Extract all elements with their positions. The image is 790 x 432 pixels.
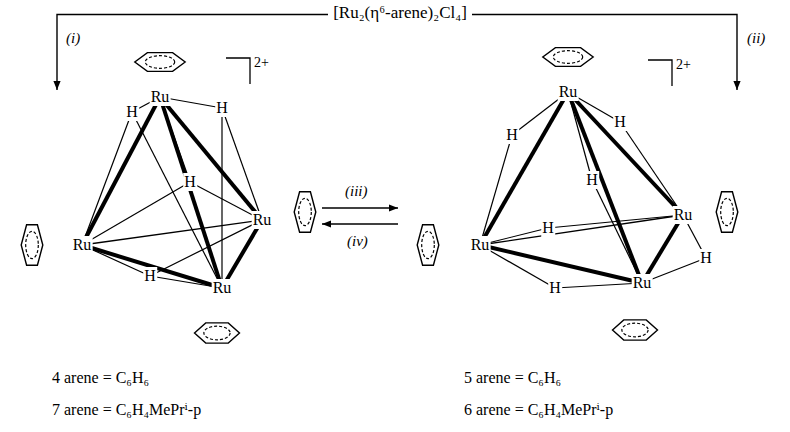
ru-ru-bond: [82, 245, 222, 288]
atom-label: H: [143, 267, 157, 285]
atom-label: H: [505, 126, 519, 144]
ru-ru-bond: [480, 215, 683, 245]
atom-label: H: [215, 99, 229, 117]
arene-ring: [417, 225, 439, 266]
ru-h-bond: [480, 135, 512, 245]
cluster-compound: 4 arene = C₆H₆ 7 arene = C₆H₄MePrⁱ-p: [10, 90, 322, 425]
arene-ring: [543, 48, 593, 67]
ru-ru-bond: [222, 220, 262, 288]
compound-caption: 6 arene = C₆H₄MePrⁱ-p: [464, 400, 613, 419]
ru-ru-bond: [480, 245, 642, 283]
starting-complex: [Ru₂(η⁶-arene)₂Cl₄]: [328, 1, 472, 28]
ru-ru-bond: [642, 215, 683, 283]
reaction-condition: (ii): [745, 30, 767, 47]
reagent-formula: [Ru₂(η⁶-arene)₂Cl₄]: [329, 1, 471, 25]
compound-caption: 4 arene = C₆H₆: [52, 368, 149, 387]
atom-label: Ru: [150, 88, 171, 106]
ru-h-bond: [222, 108, 262, 220]
ru-ru-bond: [160, 97, 262, 220]
compound-caption: 5 arene = C₆H₆: [464, 368, 561, 387]
charge-bracket: [226, 58, 250, 84]
charge-label: 2+: [253, 56, 270, 70]
atom-label: Ru: [558, 83, 579, 101]
cluster-compound: 5 arene = C₆H₆ 6 arene = C₆H₄MePrⁱ-p: [398, 90, 780, 425]
ru-ru-bond: [568, 92, 683, 215]
arene-ring: [613, 320, 658, 340]
ru-h-bond: [82, 112, 132, 245]
ru-ru-bond: [82, 220, 262, 245]
reaction-condition: (iv): [345, 233, 370, 250]
atom-label: H: [541, 219, 555, 237]
ru-ru-bond: [82, 97, 160, 245]
ru4h6-cluster: [417, 48, 738, 341]
reaction-condition: (iii): [343, 183, 370, 200]
arene-ring: [195, 323, 240, 343]
atom-label: Ru: [632, 274, 653, 292]
atom-label: H: [548, 279, 562, 297]
arene-ring: [294, 192, 316, 233]
compound-caption: 7 arene = C₆H₄MePrⁱ-p: [52, 400, 201, 419]
charge-bracket: [648, 60, 672, 86]
reaction-arrow: [472, 15, 737, 91]
ru-ru-bond: [480, 92, 568, 245]
atom-label: Ru: [673, 206, 694, 224]
reaction-arrow: [322, 223, 398, 224]
arene-ring: [135, 53, 185, 72]
ru-h-bond: [132, 112, 222, 288]
atom-label: Ru: [470, 236, 491, 254]
atom-label: H: [125, 103, 139, 121]
arene-ring: [716, 192, 738, 233]
charge-label: 2+: [675, 58, 692, 72]
ru-ru-bond: [568, 92, 642, 283]
reaction-condition: (i): [64, 30, 82, 47]
ru-h-bond: [480, 245, 555, 288]
reaction-arrow: [57, 15, 328, 91]
atom-label: Ru: [252, 211, 273, 229]
atom-label: H: [613, 113, 627, 131]
atom-label: H: [699, 249, 713, 267]
reaction-arrow: [322, 207, 398, 208]
arene-ring: [21, 225, 43, 266]
atom-label: Ru: [212, 279, 233, 297]
atom-label: H: [585, 171, 599, 189]
ru-h-bond: [620, 122, 683, 215]
ru-h-bond: [555, 283, 642, 288]
ru-ru-bond: [160, 97, 222, 288]
ru4h4-cluster: [21, 53, 316, 344]
atom-label: Ru: [72, 236, 93, 254]
atom-label: H: [183, 173, 197, 191]
